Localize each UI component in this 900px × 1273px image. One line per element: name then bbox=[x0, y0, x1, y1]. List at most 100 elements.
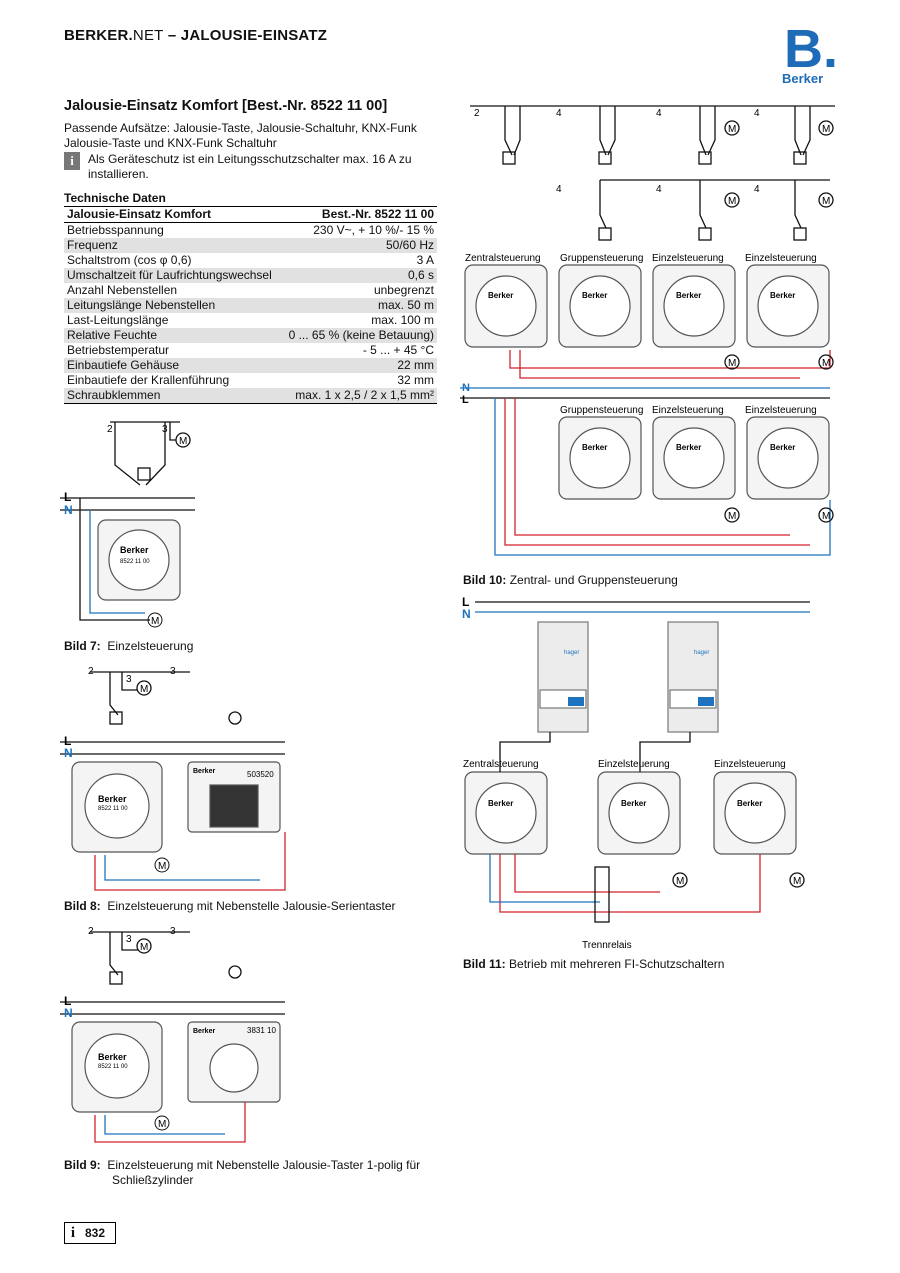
device-brand-label: Berker bbox=[488, 291, 513, 300]
row-value: unbegrenzt bbox=[373, 283, 434, 297]
motor-label: M bbox=[793, 876, 801, 887]
motor-label: M bbox=[151, 616, 159, 627]
device-brand-label: Berker bbox=[770, 291, 795, 300]
phase-label: L bbox=[64, 734, 71, 748]
control-type-label: Gruppensteuerung bbox=[560, 405, 643, 416]
row-key: Leitungslänge Nebenstellen bbox=[64, 298, 282, 313]
table-header-left: Jalousie-Einsatz Komfort bbox=[64, 206, 282, 223]
breaker-brand-label: hager bbox=[694, 650, 709, 656]
product-title: Jalousie-Einsatz Komfort [Best.-Nr. 8522… bbox=[64, 98, 388, 114]
device-brand-label: Berker bbox=[770, 443, 795, 452]
wire-count-label: 2 bbox=[88, 926, 94, 937]
row-key: Betriebsspannung bbox=[67, 223, 164, 237]
table-row: Schaltstrom (cos φ 0,6)3 A bbox=[64, 253, 437, 268]
device-number-label: 8522 11 00 bbox=[98, 1064, 128, 1070]
wiring-diagram-bild8: 2 3 3 M L N Berker 8522 11 00 Berker 503… bbox=[60, 666, 286, 891]
wire-count-label: 3 bbox=[170, 926, 176, 937]
phase-label: L bbox=[64, 994, 71, 1008]
table-row: Anzahl Nebenstellen unbegrenzt bbox=[64, 283, 437, 298]
device-brand-label: Berker bbox=[621, 799, 646, 808]
table-row: Betriebsspannung 230 V~, + 10 %/- 15 % bbox=[64, 223, 437, 239]
page-number: 832 bbox=[85, 1226, 106, 1240]
control-type-label: Einzelsteuerung bbox=[598, 759, 670, 770]
caption-number: Bild 8: bbox=[64, 899, 101, 913]
motor-label: M bbox=[676, 876, 684, 887]
neutral-label: N bbox=[64, 1006, 73, 1020]
device-number-label: 8522 11 00 bbox=[120, 559, 150, 565]
neutral-label: N bbox=[462, 607, 471, 621]
row-key: Umschaltzeit für Laufrichtungswechsel bbox=[64, 268, 282, 283]
table-header-row: Jalousie-Einsatz Komfort Best.-Nr. 8522 … bbox=[64, 206, 437, 223]
table-row: Betriebstemperatur- 5 ... + 45 °C bbox=[64, 343, 437, 358]
tech-data-heading: Technische Daten bbox=[64, 191, 166, 205]
page-header: BERKER.NET – JALOUSIE-EINSATZ bbox=[64, 27, 327, 44]
breaker-brand-label: hager bbox=[564, 650, 579, 656]
row-key: Einbautiefe der Krallenführung bbox=[67, 373, 230, 387]
wire-count-label: 4 bbox=[754, 108, 760, 119]
wire-count-label: 4 bbox=[754, 184, 760, 195]
berker-logo: B. Berker bbox=[778, 19, 838, 87]
wire-count-label: 3 bbox=[162, 424, 168, 435]
row-value: 50/60 Hz bbox=[281, 238, 437, 253]
fits-line-1: Passende Aufsätze: Jalousie-Taste, Jalou… bbox=[64, 121, 417, 135]
motor-label: M bbox=[140, 684, 148, 695]
caption-number: Bild 9: bbox=[64, 1158, 101, 1172]
caption-text: Einzelsteuerung mit Nebenstelle Jalousie… bbox=[107, 899, 396, 913]
motor-label: M bbox=[822, 124, 830, 135]
header-brand: BERKER. bbox=[64, 27, 133, 44]
caption-text: Zentral- und Gruppensteuerung bbox=[509, 573, 678, 587]
wiring-diagram-bild9: 2 3 3 M L N Berker 8522 11 00 Berker 383… bbox=[60, 926, 285, 1143]
wiring-diagram-bild7: 2 3 M L N Berker 8522 11 00 M bbox=[60, 421, 195, 628]
fits-line-2: Jalousie-Taste und KNX-Funk Schaltuhr bbox=[64, 136, 277, 150]
caption-bild8: Bild 8: Einzelsteuerung mit Nebenstelle … bbox=[64, 899, 396, 913]
neutral-label: N bbox=[64, 503, 73, 517]
header-net: NET bbox=[132, 27, 164, 44]
row-key: Frequenz bbox=[64, 238, 282, 253]
article-number-label: 3831 10 bbox=[247, 1026, 276, 1035]
row-value: max. 50 m bbox=[281, 298, 437, 313]
device-brand-label: Berker bbox=[737, 799, 762, 808]
fits-text: Passende Aufsätze: Jalousie-Taste, Jalou… bbox=[64, 121, 417, 151]
row-value: 22 mm bbox=[281, 358, 437, 373]
device-brand-label: Berker bbox=[120, 545, 149, 555]
caption-number: Bild 11: bbox=[463, 957, 506, 971]
caption-bild7: Bild 7: Einzelsteuerung bbox=[64, 639, 193, 653]
device-brand-label: Berker bbox=[98, 794, 127, 804]
device-brand-label: Berker bbox=[676, 291, 701, 300]
phase-label: L bbox=[64, 490, 71, 504]
caption-bild11: Bild 11: Betrieb mit mehreren FI-Schutzs… bbox=[463, 957, 724, 971]
row-key: Anzahl Nebenstellen bbox=[67, 283, 178, 297]
caption-text: Einzelsteuerung bbox=[107, 639, 194, 653]
motor-label: M bbox=[140, 942, 148, 953]
device-brand-label: Berker bbox=[582, 291, 607, 300]
row-key: Einbautiefe Gehäuse bbox=[64, 358, 282, 373]
row-value: max. 1 x 2,5 / 2 x 1,5 mm² bbox=[281, 388, 437, 404]
wire-count-label: 4 bbox=[656, 184, 662, 195]
info-icon: i bbox=[64, 152, 80, 170]
caption-text: Betrieb mit mehreren FI-Schutzschaltern bbox=[509, 957, 725, 971]
row-value: 0 ... 65 % (keine Betauung) bbox=[281, 328, 437, 343]
control-type-label: Einzelsteuerung bbox=[745, 253, 817, 264]
logo-name: Berker bbox=[782, 71, 824, 86]
neutral-label: N bbox=[462, 382, 470, 394]
logo-letter: B. bbox=[784, 19, 838, 79]
row-value: 230 V~, + 10 %/- 15 % bbox=[313, 223, 434, 237]
motor-label: M bbox=[728, 511, 736, 522]
wire-count-label: 2 bbox=[88, 666, 94, 677]
control-type-label: Zentralsteuerung bbox=[465, 253, 541, 264]
wire-count-label: 2 bbox=[107, 424, 113, 435]
motor-label: M bbox=[822, 196, 830, 207]
wire-count-label: 3 bbox=[170, 666, 176, 677]
motor-label: M bbox=[728, 358, 736, 369]
motor-label: M bbox=[728, 196, 736, 207]
row-key: Relative Feuchte bbox=[64, 328, 282, 343]
device-brand-label: Berker bbox=[582, 443, 607, 452]
